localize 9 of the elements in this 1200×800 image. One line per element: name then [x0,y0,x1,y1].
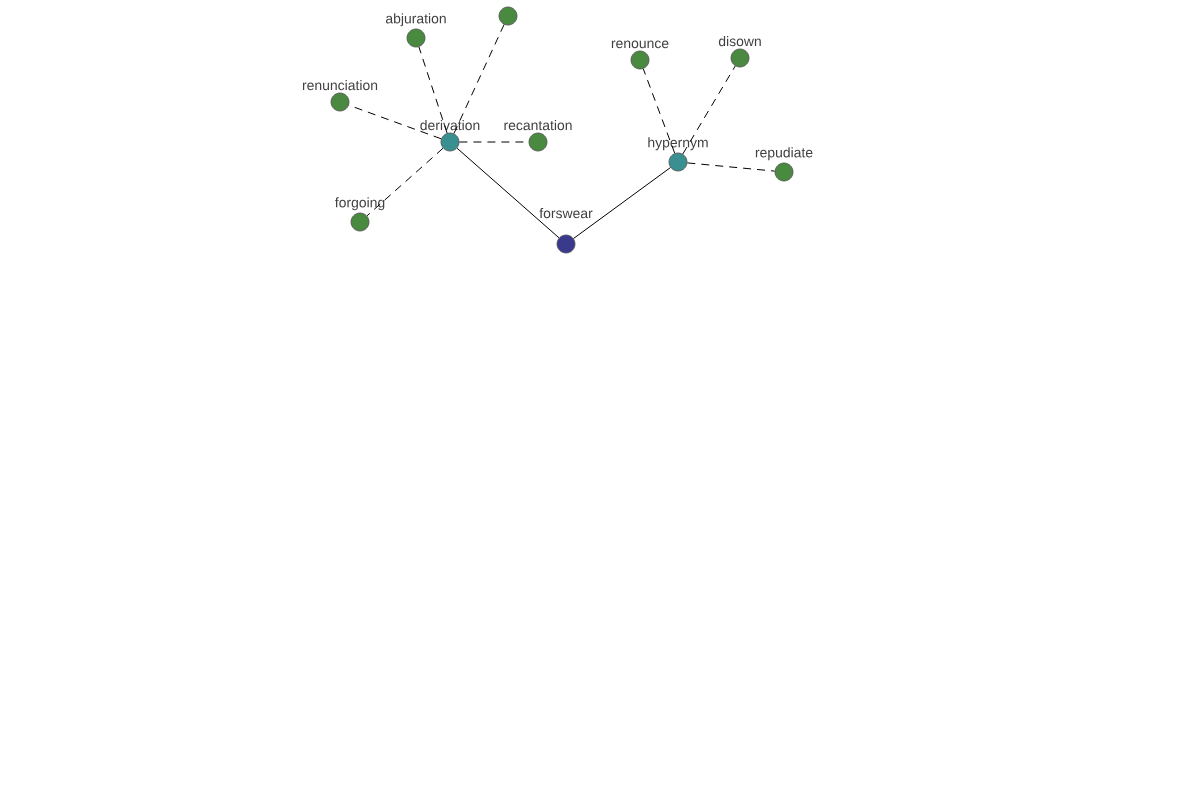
dot [498,6,518,26]
connector-line [686,162,776,172]
connector-line [573,167,671,239]
connector-line [366,147,444,217]
connector-line [682,65,736,155]
connector-line [418,46,448,134]
connector-line [642,68,676,154]
connector-line [453,24,505,134]
connector-line [456,147,560,239]
